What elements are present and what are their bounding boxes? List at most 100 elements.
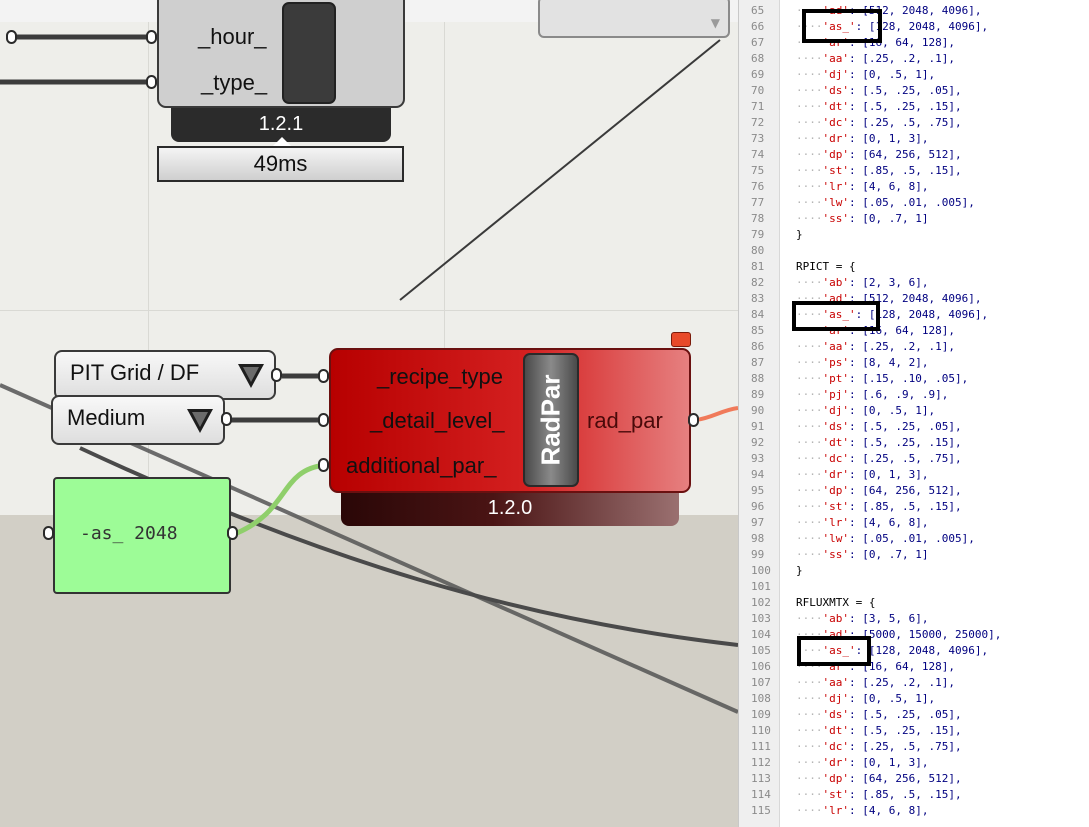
component-nickname-tab: RadPar [523,353,579,487]
code-plain: RPICT = { [796,260,856,273]
code-value: : [0, .5, 1], [849,404,936,417]
code-line: 72····'dc': [.25, .5, .75], [739,115,1089,131]
line-number: 71 [751,100,765,113]
output-port[interactable] [6,30,17,44]
code-value: : [2, 3, 6], [849,276,929,289]
version-bar: 1.2.1 [171,108,391,142]
dropdown-arrow-icon[interactable] [238,364,264,388]
input-label-additional-par: additional_par_ [346,453,497,478]
code-indent-dots: ···· [796,132,823,145]
code-text: ····'dr': [0, 1, 3], [796,131,928,147]
line-number: 74 [751,148,765,161]
input-port-type[interactable] [146,75,157,89]
chevron-down-icon: ▼ [710,16,720,30]
code-line: 66····'as_': [128, 2048, 4096], [739,19,1089,35]
dropdown-arrow-icon[interactable] [187,409,213,433]
code-line: 98····'lw': [.05, .01, .005], [739,531,1089,547]
code-value: : [4, 6, 8], [849,804,929,817]
line-number: 68 [751,52,765,65]
line-number: 98 [751,532,765,545]
line-number: 107 [751,676,771,689]
code-plain: } [796,228,803,241]
top-dropdown[interactable]: ▼ [538,0,730,38]
code-value: : [0, 1, 3], [849,132,929,145]
code-key: 'pj' [822,388,850,401]
code-indent-dots: ···· [796,452,823,465]
code-indent-dots: ···· [796,116,823,129]
code-line: 95····'dp': [64, 256, 512], [739,483,1089,499]
output-port-rad-par[interactable] [688,413,699,427]
input-port-additional-par[interactable] [318,458,329,472]
code-key: 'ds' [822,708,850,721]
code-key: 'ab' [822,276,850,289]
code-line: 113····'dp': [64, 256, 512], [739,771,1089,787]
panel-output-port[interactable] [227,526,238,540]
code-text: ····'dp': [64, 256, 512], [796,147,962,163]
code-line: 112····'dr': [0, 1, 3], [739,755,1089,771]
code-line: 104····'ad': [5000, 15000, 25000], [739,627,1089,643]
code-value: : [.5, .25, .05], [849,84,962,97]
code-indent-dots: ···· [796,356,823,369]
code-line: 82····'ab': [2, 3, 6], [739,275,1089,291]
warning-balloon-icon[interactable] [671,332,691,347]
input-port-detail-level[interactable] [318,413,329,427]
code-line: 74 ····'dp': [64, 256, 512], [739,147,1089,163]
code-value: : [512, 2048, 4096], [849,4,982,17]
code-line: 80 [739,243,1089,259]
code-line: 94····'dr': [0, 1, 3], [739,467,1089,483]
recipe-type-dropdown[interactable]: PIT Grid / DF [54,350,276,400]
code-line: 88····'pt': [.15, .10, .05], [739,371,1089,387]
detail-level-dropdown[interactable]: Medium [51,395,225,445]
code-line: 75····'st': [.85, .5, .15], [739,163,1089,179]
code-value: : [64, 256, 512], [849,484,962,497]
code-line: 115····'lr': [4, 6, 8], [739,803,1089,819]
line-number: 102 [751,596,771,609]
ladybug-component[interactable] [157,0,405,108]
line-number: 106 [751,660,771,673]
code-key: 'dj' [822,692,850,705]
input-label-hour: _hour_ [198,24,267,49]
line-number: 69 [751,68,765,81]
code-plain: RFLUXMTX = { [796,596,876,609]
text-panel[interactable]: -as_ 2048 [53,477,231,594]
code-text: } [796,563,803,579]
code-value: : [.6, .9, .9], [849,388,949,401]
line-number: 67 [751,36,765,49]
line-number: 111 [751,740,771,753]
grasshopper-canvas[interactable]: ▼ _hour_ _type_ 1.2.1 49ms PIT Grid / DF… [0,0,738,827]
code-text: ····'ss': [0, .7, 1] [796,547,928,563]
code-text: ····'dj': [0, .5, 1], [796,67,935,83]
code-key: 'aa' [822,340,850,353]
code-key: 'st' [822,500,850,513]
line-number: 97 [751,516,765,529]
panel-input-port[interactable] [43,526,54,540]
code-value: : [64, 256, 512], [849,772,962,785]
output-port[interactable] [271,368,282,382]
code-line: 84····'as_': [128, 2048, 4096], [739,307,1089,323]
code-plain: } [796,564,803,577]
output-port[interactable] [221,412,232,426]
line-number-gutter [739,0,780,827]
code-indent-dots: ···· [796,180,823,193]
code-text: ····'as_': [128, 2048, 4096], [796,643,988,659]
code-text: ····'st': [.85, .5, .15], [796,787,962,803]
code-line: 68····'aa': [.25, .2, .1], [739,51,1089,67]
code-value: : [.85, .5, .15], [849,500,962,513]
code-text: ····'pj': [.6, .9, .9], [796,387,948,403]
line-number: 84 [751,308,765,321]
code-line: 70····'ds': [.5, .25, .05], [739,83,1089,99]
code-text: ····'dt': [.5, .25, .15], [796,99,962,115]
line-number: 86 [751,340,765,353]
code-key: 'aa' [822,676,850,689]
input-port-hour[interactable] [146,30,157,44]
input-port-recipe-type[interactable] [318,369,329,383]
code-text: } [796,227,803,243]
code-value: : [.25, .2, .1], [849,340,955,353]
code-value: : [.25, .5, .75], [849,452,962,465]
code-key: 'dt' [822,724,850,737]
code-key: 'dj' [822,68,850,81]
code-editor[interactable]: 65····'ad': [512, 2048, 4096],66····'as_… [738,0,1089,827]
line-number: 90 [751,404,765,417]
code-key: 'ps' [822,356,850,369]
code-indent-dots: ···· [796,388,823,401]
